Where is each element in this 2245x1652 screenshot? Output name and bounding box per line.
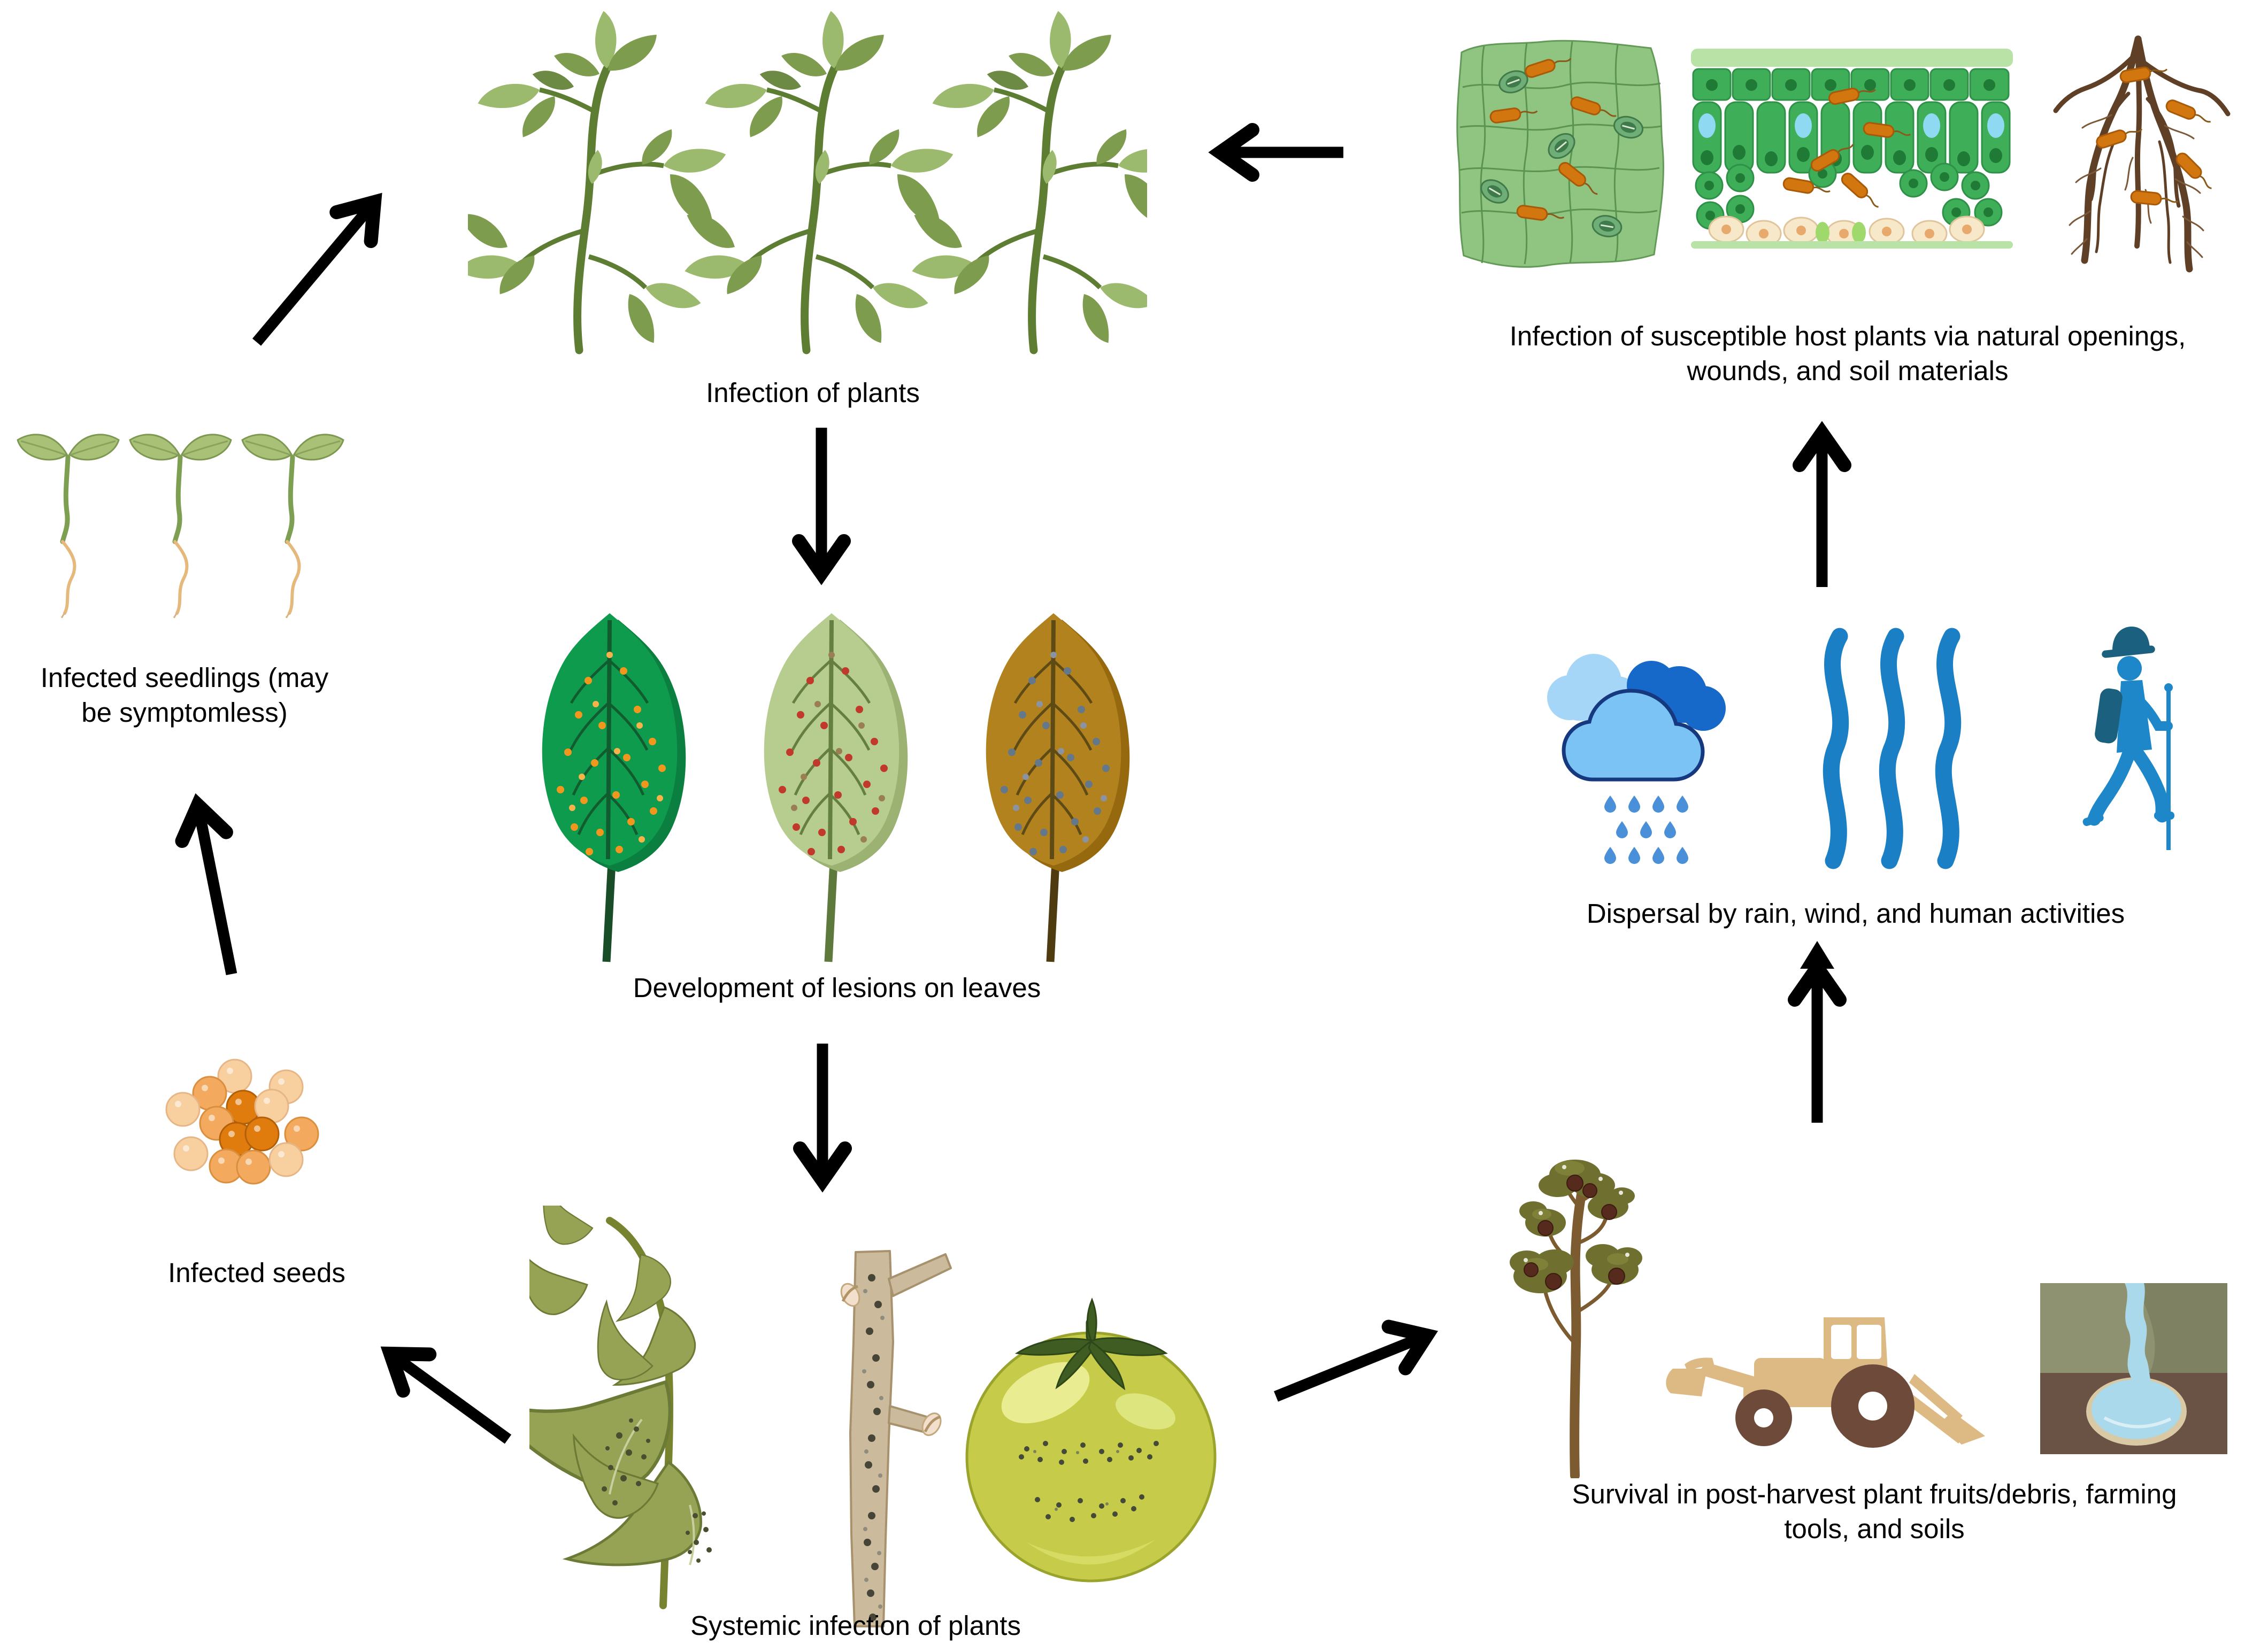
tractor-icon <box>1666 1317 1985 1448</box>
survival-label: Survival in post-harvest plant fruits/de… <box>1572 1479 2177 1545</box>
hiker-icon <box>2082 627 2174 850</box>
stream-soil-icon <box>2040 1283 2227 1454</box>
lesions-label: Development of lesions on leaves <box>633 972 1041 1003</box>
root-bacteria-icon <box>2053 35 2231 273</box>
lesion-leaves-icon <box>542 613 1130 962</box>
fruit-tree-icon <box>1510 1160 1642 1478</box>
seed-cluster-icon <box>165 1059 319 1185</box>
arrow-systemic-to-seeds <box>380 1346 512 1444</box>
tomato-plants-icon <box>468 5 1147 358</box>
arrow-seeds-to-seedlings <box>175 793 237 976</box>
infected-seeds-label: Infected seeds <box>168 1257 345 1288</box>
green-leaf-lesions-icon <box>542 613 686 962</box>
seedlings-icon <box>11 422 353 620</box>
infection-of-plants-label: Infection of plants <box>706 377 920 408</box>
dispersal-label: Dispersal by rain, wind, and human activ… <box>1586 898 2125 929</box>
brown-leaf-lesions-icon <box>986 613 1130 962</box>
wilted-plant-icon <box>529 1206 765 1609</box>
leaf-cross-section-bacteria-icon <box>1691 49 2013 249</box>
arrow-seedlings-to-plants <box>252 192 382 346</box>
pale-leaf-lesions-icon <box>764 613 908 962</box>
arrow-survival-to-dispersal-head <box>1800 941 1834 969</box>
arrow-systemic-to-survival <box>1274 1319 1439 1402</box>
systemic-infection-label: Systemic infection of plants <box>690 1610 1021 1641</box>
host-infection-label: Infection of susceptible host plants via… <box>1509 321 2186 387</box>
leaf-epidermis-bacteria-icon <box>1456 40 1664 268</box>
infected-tomato-fruit-icon <box>965 1297 1217 1582</box>
rain-cloud-icon <box>1547 654 1726 864</box>
wind-icon <box>1823 628 1962 869</box>
infected-seedlings-label: Infected seedlings (may be symptomless) <box>40 662 329 728</box>
infected-stem-icon <box>840 1250 952 1627</box>
